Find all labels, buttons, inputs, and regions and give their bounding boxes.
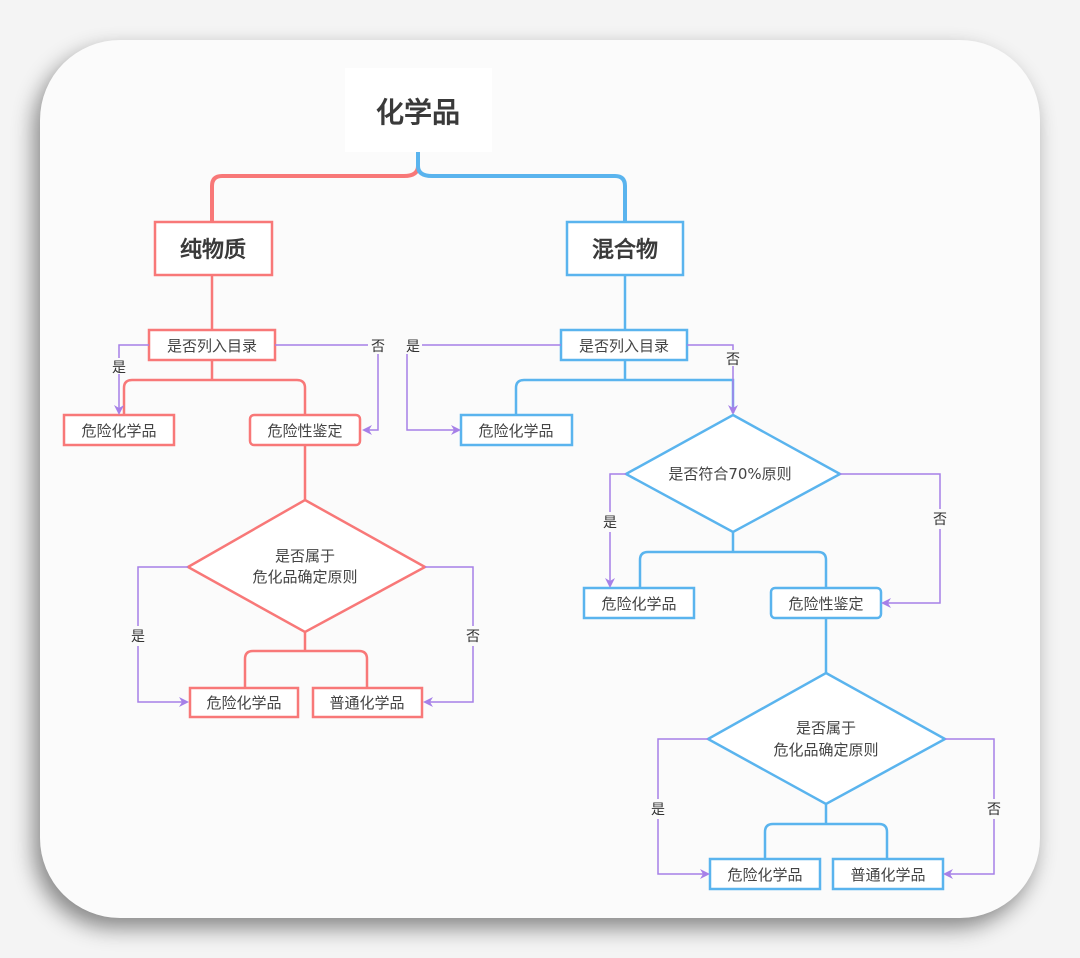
mixture-catalog-question: 是否列入目录 (559, 328, 689, 362)
result-label: 危险化学品 (601, 595, 676, 613)
yes-label: 是 (112, 360, 126, 376)
result-label: 危险化学品 (81, 422, 156, 440)
no-arrow (945, 738, 995, 874)
yes-arrow (137, 566, 188, 702)
yes-arrow (657, 738, 708, 874)
pure-hazardous-result-1: 危险化学品 (62, 413, 176, 447)
result-label: 普通化学品 (329, 694, 404, 712)
pure-criteria-decision: 是否属于 危化品确定原则 (185, 498, 428, 634)
root-to-pure-connector (210, 152, 420, 222)
connector (122, 360, 307, 415)
mixture-hazardous-result-3: 危险化学品 (708, 857, 822, 891)
decision-line-1: 是否属于 (796, 719, 856, 737)
decision-line-2: 危化品确定原则 (773, 741, 878, 759)
mixture-label: 混合物 (592, 237, 658, 263)
no-label: 否 (371, 339, 385, 355)
connector (514, 360, 735, 415)
mixture-catalog-question-label: 是否列入目录 (579, 337, 669, 355)
yes-arrow (406, 344, 561, 430)
pure-ordinary-result: 普通化学品 (311, 686, 424, 719)
yes-label: 是 (131, 629, 145, 645)
mixture-node: 混合物 (565, 220, 685, 277)
connector (243, 632, 369, 688)
assessment-label: 危险性鉴定 (267, 422, 342, 440)
connector (763, 804, 889, 859)
no-label: 否 (726, 352, 740, 368)
no-label: 否 (987, 802, 1001, 818)
mixture-hazardous-result-1: 危险化学品 (459, 413, 574, 447)
pure-hazard-assessment: 危险性鉴定 (248, 413, 362, 447)
result-label: 普通化学品 (850, 866, 925, 884)
mixture-criteria-decision: 是否属于 危化品确定原则 (705, 671, 948, 806)
mixture-hazardous-result-2: 危险化学品 (582, 586, 696, 620)
root-label: 化学品 (376, 96, 460, 129)
yes-label: 是 (406, 339, 420, 355)
yes-label: 是 (603, 515, 617, 531)
no-label: 否 (933, 512, 947, 528)
pure-node: 纯物质 (153, 220, 274, 277)
no-label: 否 (466, 629, 480, 645)
decision-line-1: 是否属于 (275, 547, 335, 565)
pure-label: 纯物质 (180, 237, 246, 263)
pure-catalog-question: 是否列入目录 (147, 328, 277, 362)
assessment-label: 危险性鉴定 (788, 595, 863, 613)
pure-catalog-question-label: 是否列入目录 (167, 337, 257, 355)
root-to-mixture-connector (416, 152, 627, 222)
decision-label: 是否符合70%原则 (668, 465, 791, 483)
no-arrow (275, 344, 379, 430)
yes-arrow (610, 473, 626, 586)
no-arrow (840, 473, 941, 603)
result-label: 危险化学品 (478, 422, 553, 440)
decision-line-2: 危化品确定原则 (252, 568, 357, 586)
connector (638, 532, 828, 588)
result-label: 危险化学品 (206, 694, 281, 712)
mixture-70-percent-decision: 是否符合70%原则 (623, 413, 843, 534)
mixture-ordinary-result: 普通化学品 (831, 857, 945, 891)
no-arrow (425, 566, 474, 702)
root-node: 化学品 (345, 68, 492, 152)
yes-arrow (119, 344, 149, 413)
pure-hazardous-result-2: 危险化学品 (188, 686, 300, 719)
yes-label: 是 (651, 802, 665, 818)
mixture-hazard-assessment: 危险性鉴定 (769, 586, 883, 620)
result-label: 危险化学品 (727, 866, 802, 884)
no-arrow (687, 344, 733, 413)
